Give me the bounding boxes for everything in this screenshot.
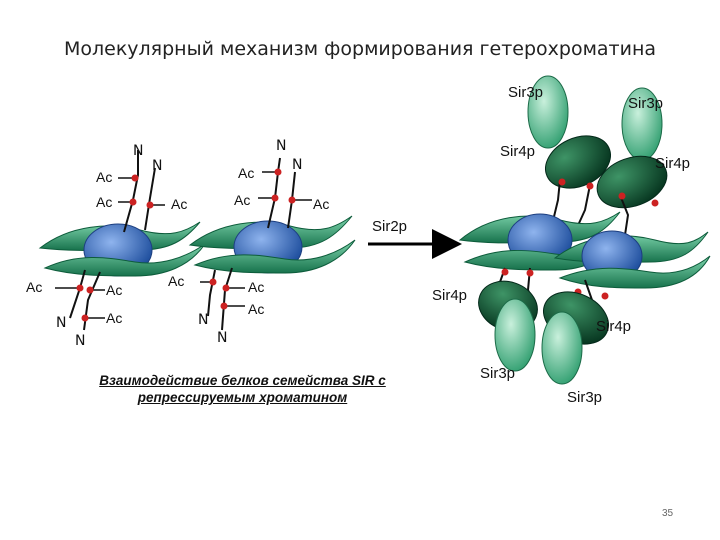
slide-title: Молекулярный механизм формирования гетер… bbox=[63, 38, 657, 60]
page-number: 35 bbox=[662, 508, 674, 519]
sir3p-protein bbox=[527, 75, 569, 149]
sir4p-label: Sir4p bbox=[500, 143, 536, 160]
acetyl-marker bbox=[146, 201, 154, 209]
acetyl-marker bbox=[209, 278, 217, 286]
figure-caption: Взаимодействие белков семейства SIR с ре… bbox=[99, 373, 386, 405]
ac-label: Ac bbox=[26, 279, 43, 295]
acetyl-marker bbox=[81, 314, 89, 322]
sir3p-protein bbox=[541, 311, 583, 385]
ac-label: Ac bbox=[96, 194, 113, 210]
arrow-label: Sir2p bbox=[372, 218, 408, 235]
sir-complex bbox=[458, 75, 711, 385]
ac-label: Ac bbox=[248, 301, 265, 317]
histone-tail bbox=[123, 150, 139, 233]
n-terminus-label: N bbox=[152, 158, 163, 174]
acetyl-marker bbox=[131, 174, 139, 182]
n-terminus-label: N bbox=[276, 138, 287, 154]
histone-tail bbox=[221, 267, 233, 331]
dna-ribbon bbox=[558, 255, 711, 289]
n-terminus-label: N bbox=[217, 330, 228, 346]
sir3p-label: Sir3p bbox=[628, 95, 664, 112]
sir4p-label: Sir4p bbox=[596, 318, 632, 335]
sir3p-label: Sir3p bbox=[567, 389, 603, 406]
dna-ribbon bbox=[193, 239, 356, 274]
sir3p-label: Sir3p bbox=[480, 365, 516, 382]
ac-label: Ac bbox=[106, 282, 123, 298]
histone-tail bbox=[267, 157, 281, 229]
ac-label: Ac bbox=[96, 169, 113, 185]
acetyl-marker bbox=[129, 198, 137, 206]
acetyl-marker bbox=[76, 284, 84, 292]
ac-label: Ac bbox=[106, 310, 123, 326]
n-terminus-label: N bbox=[198, 312, 209, 328]
ac-label: Ac bbox=[168, 273, 185, 289]
nucleosome-right bbox=[188, 157, 356, 331]
n-terminus-label: N bbox=[133, 143, 144, 159]
acetyl-marker bbox=[271, 194, 279, 202]
sir4p-label: Sir4p bbox=[432, 287, 468, 304]
nucleosome-left bbox=[38, 150, 206, 331]
ac-label: Ac bbox=[234, 192, 251, 208]
acetyl-marker bbox=[222, 284, 230, 292]
histone-tail bbox=[207, 269, 216, 317]
n-terminus-label: N bbox=[292, 157, 303, 173]
ac-label: Ac bbox=[171, 196, 188, 212]
sir3p-protein bbox=[494, 298, 536, 372]
n-terminus-label: N bbox=[56, 315, 67, 331]
acetyl-marker bbox=[274, 168, 282, 176]
ac-label: Ac bbox=[313, 196, 330, 212]
acetyl-marker bbox=[288, 196, 296, 204]
sir4p-protein bbox=[596, 155, 668, 209]
histone-tail bbox=[69, 269, 86, 319]
acetyl-marker bbox=[86, 286, 94, 294]
acetyl-marker bbox=[220, 302, 228, 310]
n-terminus-label: N bbox=[75, 333, 86, 349]
sir4p-label: Sir4p bbox=[655, 155, 691, 172]
ac-label: Ac bbox=[238, 165, 255, 181]
ac-label: Ac bbox=[248, 279, 265, 295]
histone-tail bbox=[83, 271, 101, 331]
sir3p-label: Sir3p bbox=[508, 84, 544, 101]
histone-tail bbox=[144, 167, 156, 231]
